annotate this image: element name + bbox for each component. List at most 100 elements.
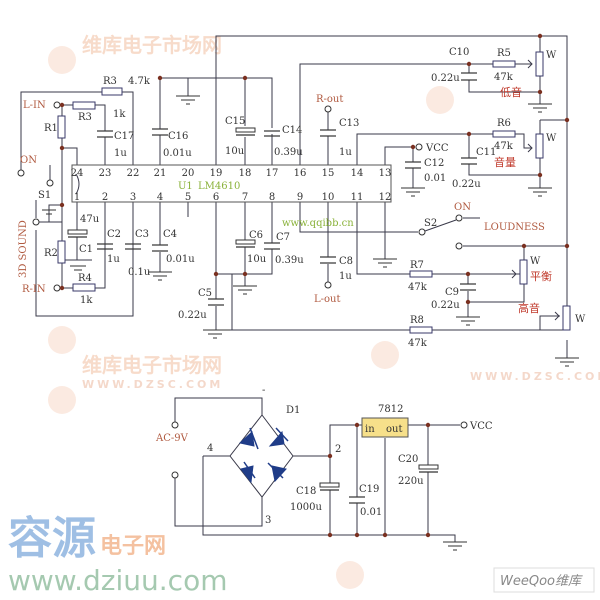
value-c10: 0.22u	[431, 73, 460, 84]
label-r-out: R-out	[316, 94, 343, 105]
label-reg-in: in	[365, 424, 375, 435]
switch-s2-on-contact[interactable]	[455, 214, 463, 222]
value-c8: 1u	[339, 271, 352, 282]
capacitor-c20	[418, 464, 439, 473]
watermark-logo-icon	[336, 561, 364, 589]
label-r6: R6	[497, 118, 511, 129]
switch-s2-contact[interactable]	[455, 242, 463, 250]
capacitor-c7	[264, 242, 280, 250]
terminal-l-in[interactable]	[53, 101, 61, 109]
label-7812: 7812	[378, 404, 403, 415]
terminal-vcc[interactable]	[415, 143, 423, 151]
capacitor-c2	[97, 243, 113, 250]
ic-part: LM4610	[198, 181, 240, 192]
text-labels: U1 LM4610 R3 4.7k R3 1k L-IN R1 C17 1u C…	[18, 47, 586, 526]
ic-pin-label: 2	[102, 192, 108, 203]
ic-pin-label: 24	[71, 168, 84, 179]
label-c6: C6	[249, 230, 263, 241]
terminal-l-out[interactable]	[324, 281, 332, 289]
value-c17: 1u	[114, 148, 127, 159]
capacitor-c17	[97, 130, 113, 138]
label-ac-9v: AC-9V	[155, 433, 189, 444]
watermark-logo-icon	[426, 86, 454, 114]
value-c1: 47u	[80, 214, 100, 225]
ic-pin-label: 23	[99, 168, 112, 179]
capacitor-c5	[208, 298, 224, 306]
label-on-loudness: ON	[454, 202, 471, 213]
label-c14: C14	[282, 125, 302, 136]
capacitor-c13	[320, 129, 336, 137]
label-c5: C5	[198, 288, 212, 299]
switch-s1-on-contact[interactable]	[17, 169, 25, 177]
terminal-ac-1[interactable]	[171, 421, 179, 429]
junctions	[59, 33, 570, 538]
ground-icon	[42, 209, 56, 215]
watermark-url: WWW.DZSC.COM	[82, 378, 223, 391]
switch-s1-common[interactable]	[32, 218, 40, 226]
ic-notch	[75, 173, 80, 195]
resistor-r3a	[101, 87, 123, 96]
label-s2: S2	[424, 218, 437, 229]
label-c3: C3	[135, 229, 149, 240]
terminal-ac-2[interactable]	[171, 471, 179, 479]
watermark-logo-icon	[48, 326, 76, 354]
ground-icon	[456, 316, 480, 326]
resistor-r1	[57, 115, 66, 139]
capacitor-c18	[319, 482, 340, 491]
label-w-volume: W	[546, 133, 557, 144]
label-c10: C10	[449, 47, 469, 58]
ic-pin-label: 15	[322, 168, 335, 179]
label-r5: R5	[497, 48, 511, 59]
capacitor-c11	[461, 157, 477, 165]
capacitor-c12	[405, 161, 421, 169]
label-c1: C1	[79, 244, 93, 255]
terminal-vcc-out[interactable]	[460, 421, 468, 429]
ic-pin-label: 16	[294, 168, 307, 179]
label-c8: C8	[339, 256, 353, 267]
ic-pin-label: 19	[210, 168, 223, 179]
value-c18: 1000u	[290, 502, 322, 513]
label-w-balance: W	[530, 256, 541, 267]
value-c6: 10u	[247, 254, 267, 265]
switch-s2-common[interactable]	[418, 228, 426, 236]
wiper-arrow-icon	[554, 311, 560, 321]
ground-icon	[528, 187, 552, 197]
capacitor-c8	[320, 256, 336, 264]
watermark-weeqoo: WeeQoo维库	[500, 574, 583, 589]
label-3d-sound: 3D SOUND	[18, 220, 29, 278]
diode-icon	[268, 430, 285, 447]
potentiometer-bass[interactable]	[535, 51, 544, 77]
terminal-r-in[interactable]	[53, 284, 61, 292]
switch-s1-contact[interactable]	[46, 179, 54, 187]
potentiometer-balance[interactable]	[519, 259, 528, 285]
ic-pin-label: 8	[269, 192, 275, 203]
potentiometer-treble[interactable]	[562, 305, 571, 331]
capacitor-c9	[460, 283, 476, 291]
label-c2: C2	[107, 229, 121, 240]
label-r2: R2	[44, 248, 58, 259]
value-c16: 0.01u	[163, 148, 192, 159]
value-c20: 220u	[398, 476, 424, 487]
ground-icon	[528, 103, 552, 113]
terminal-r-out[interactable]	[324, 105, 332, 113]
value-c5: 0.22u	[178, 310, 207, 321]
ground-icon	[176, 95, 200, 105]
ic-pin-label: 21	[154, 168, 167, 179]
label-c4: C4	[163, 229, 177, 240]
ground-icon	[70, 265, 86, 271]
ic-pin-label: 22	[127, 168, 140, 179]
ground-icon	[148, 271, 172, 281]
ic-pin-label: 11	[351, 192, 364, 203]
capacitor-c16	[152, 128, 168, 136]
watermark-logo-dianziwang: 电子网	[100, 534, 166, 559]
terminals	[17, 101, 468, 479]
watermark-brand: 维库电子市场网	[82, 33, 222, 57]
potentiometer-volume[interactable]	[535, 133, 544, 159]
label-c9: C9	[445, 287, 459, 298]
switch-s2-arm[interactable]	[424, 219, 457, 232]
label-node-2: 2	[335, 444, 341, 455]
ic-body	[71, 164, 392, 203]
